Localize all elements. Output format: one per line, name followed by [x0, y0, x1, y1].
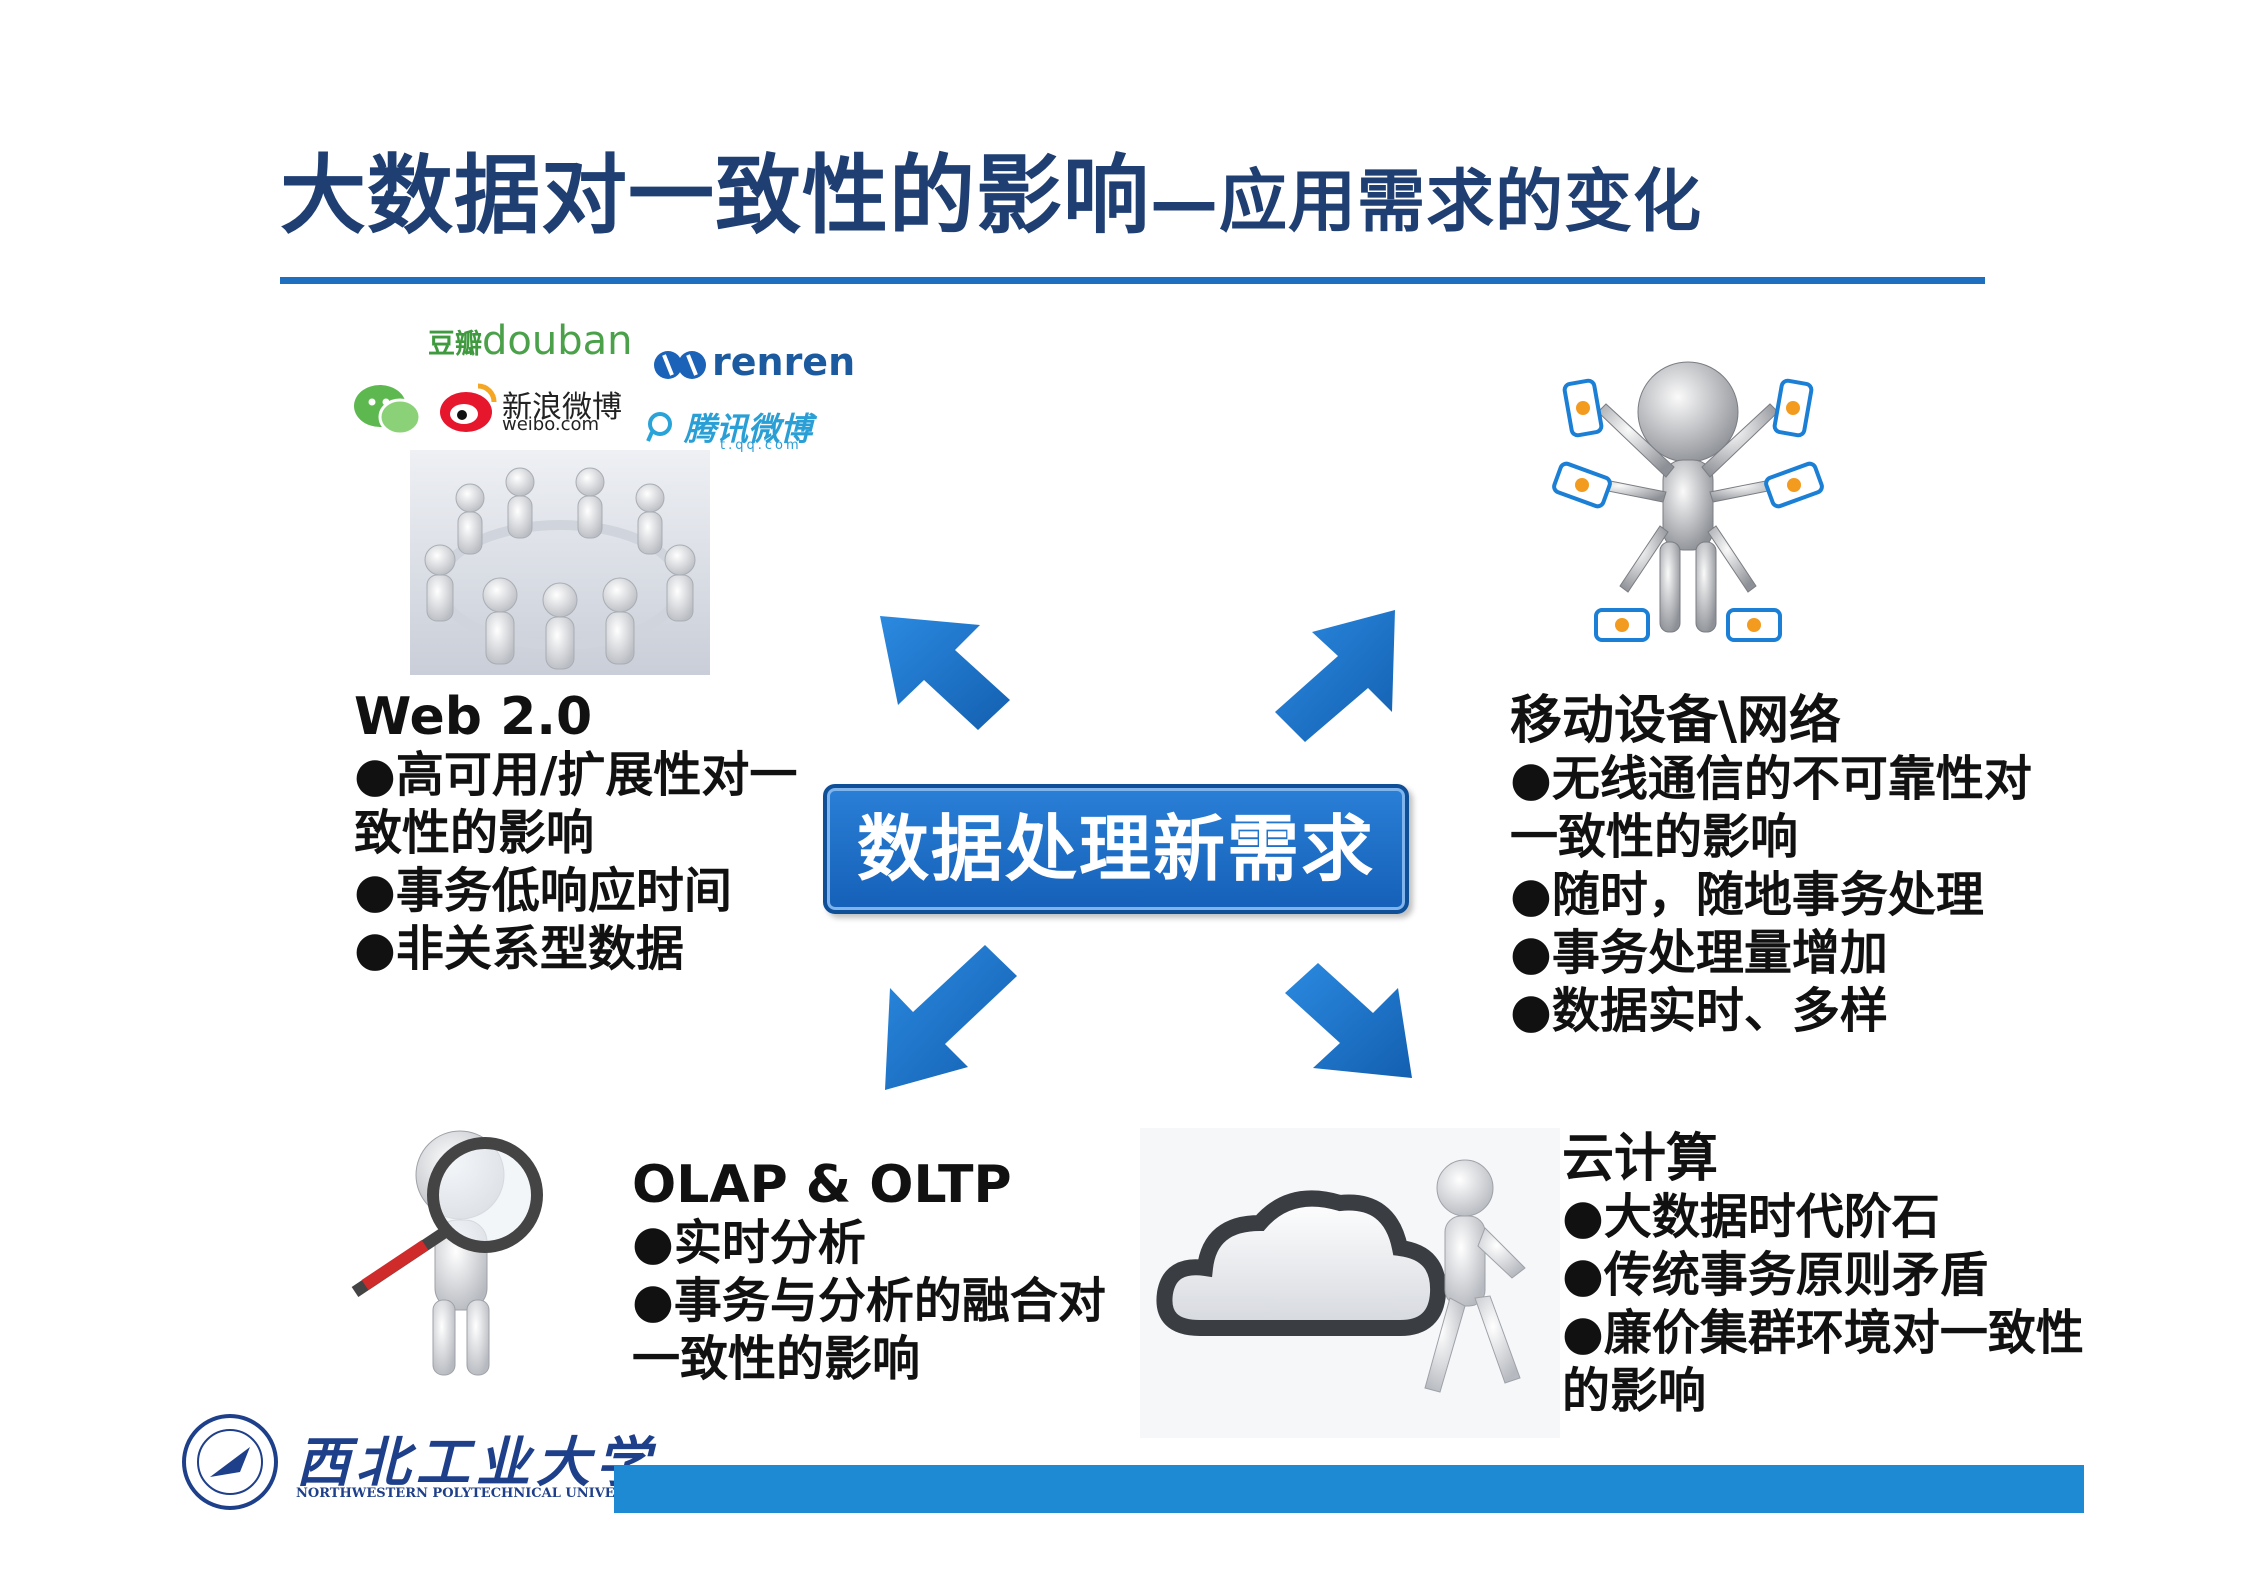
- university-name-cn: 西北工业大学: [296, 1430, 656, 1494]
- magnifier-figure-image: [345, 1120, 610, 1385]
- university-name-en: NORTHWESTERN POLYTECHNICAL UNIVERSITY: [296, 1486, 660, 1501]
- slide-title: 大数据对一致性的影响—应用需求的变化: [280, 125, 1702, 250]
- renren-icon: [652, 345, 710, 385]
- tencent-weibo-en: t.qq.com: [720, 438, 802, 453]
- arrow-down-left: [885, 945, 1017, 1090]
- cloud-line: ●廉价集群环境对一致性: [1562, 1305, 2084, 1361]
- web20-heading: Web 2.0: [354, 687, 593, 747]
- tencent-weibo-cn: 腾讯微博: [684, 410, 813, 448]
- cloud-section: 云计算 ●大数据时代阶石 ●传统事务原则矛盾 ●廉价集群环境对一致性 的影响: [1562, 1130, 2084, 1420]
- mobile-line: ●随时，随地事务处理: [1510, 867, 1984, 923]
- people-circle-image: [410, 450, 710, 675]
- olap-line: ●实时分析: [632, 1215, 866, 1271]
- title-main: 大数据对一致性的影响: [280, 146, 1150, 246]
- douban-logo-cn: 豆瓣: [428, 329, 482, 360]
- cloud-heading: 云计算: [1562, 1129, 1719, 1189]
- university-seal-icon: [180, 1412, 280, 1512]
- weibo-logo-cn: 新浪微博: [502, 390, 622, 425]
- web20-line: ●事务低响应时间: [354, 863, 732, 919]
- web20-line: 致性的影响: [354, 805, 595, 861]
- mobile-heading: 移动设备\网络: [1510, 691, 1841, 751]
- web20-line: ●非关系型数据: [354, 921, 684, 977]
- title-underline: [280, 277, 1985, 284]
- olap-line: 一致性的影响: [632, 1331, 921, 1387]
- mobile-line: ●数据实时、多样: [1510, 983, 1888, 1039]
- olap-line: ●事务与分析的融合对: [632, 1273, 1106, 1329]
- arrow-down-right: [1285, 963, 1412, 1078]
- title-sub: —应用需求的变化: [1150, 163, 1703, 242]
- mobile-section: 移动设备\网络 ●无线通信的不可靠性对 一致性的影响 ●随时，随地事务处理 ●事…: [1510, 692, 2032, 1040]
- mobile-figure-image: [1548, 352, 1828, 652]
- web20-section: Web 2.0 ●高可用/扩展性对一 致性的影响 ●事务低响应时间 ●非关系型数…: [354, 688, 797, 978]
- weibo-icon: [438, 380, 498, 436]
- renren-logo: renren: [712, 340, 856, 384]
- weibo-logo-en: weibo.com: [502, 414, 600, 435]
- wechat-icon: [352, 382, 422, 438]
- mobile-line: ●无线通信的不可靠性对: [1510, 751, 2032, 807]
- douban-logo-en: douban: [482, 318, 633, 364]
- web20-line: ●高可用/扩展性对一: [354, 747, 798, 803]
- mobile-line: 一致性的影响: [1510, 809, 1799, 865]
- cloud-line: ●传统事务原则矛盾: [1562, 1247, 1988, 1303]
- olap-heading: OLAP & OLTP: [632, 1155, 1012, 1215]
- cloud-line: 的影响: [1562, 1363, 1707, 1419]
- cloud-line: ●大数据时代阶石: [1562, 1189, 1940, 1245]
- mobile-line: ●事务处理量增加: [1510, 925, 1888, 981]
- center-topic-box: 数据处理新需求: [823, 784, 1409, 914]
- cloud-figure-image: [1140, 1128, 1560, 1438]
- arrow-up-left: [880, 616, 1010, 730]
- footer-bar: [614, 1465, 2084, 1513]
- olap-section: OLAP & OLTP ●实时分析 ●事务与分析的融合对 一致性的影响: [632, 1156, 1106, 1388]
- tencent-weibo-icon: [644, 410, 676, 442]
- arrow-up-right: [1275, 610, 1395, 742]
